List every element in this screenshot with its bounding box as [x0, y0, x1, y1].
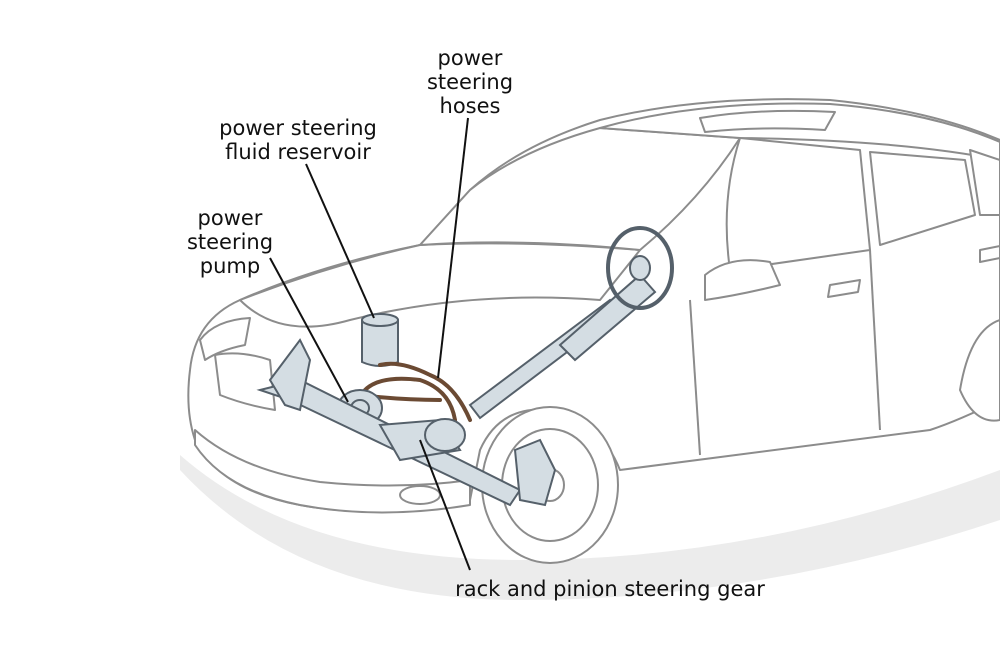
label-line: fluid reservoir: [225, 140, 371, 164]
label-line: pump: [199, 254, 261, 278]
label-line: power: [197, 206, 263, 230]
fluid-reservoir-part: [361, 313, 399, 367]
label-power-steering-pump: power steering pump: [170, 206, 290, 278]
label-power-steering-hoses: power steering hoses: [395, 46, 545, 118]
label-line: steering: [186, 230, 274, 254]
leader-rack: [419, 439, 471, 571]
car-body: [187, 98, 1000, 514]
ground-shadow: [180, 455, 1000, 600]
steering-column: [468, 226, 674, 420]
rack-and-pinion-part: [256, 338, 557, 507]
label-power-steering-fluid-reservoir: power steering fluid reservoir: [198, 116, 398, 164]
label-line: hoses: [439, 94, 501, 118]
leader-lines: [269, 117, 471, 571]
leader-pump: [269, 257, 349, 403]
leader-reservoir: [305, 163, 375, 319]
leader-hoses: [437, 117, 469, 379]
label-line: steering: [426, 70, 514, 94]
label-line: power: [437, 46, 503, 70]
label-rack-and-pinion-steering-gear: rack and pinion steering gear: [455, 577, 765, 601]
label-line: power steering: [219, 116, 377, 140]
